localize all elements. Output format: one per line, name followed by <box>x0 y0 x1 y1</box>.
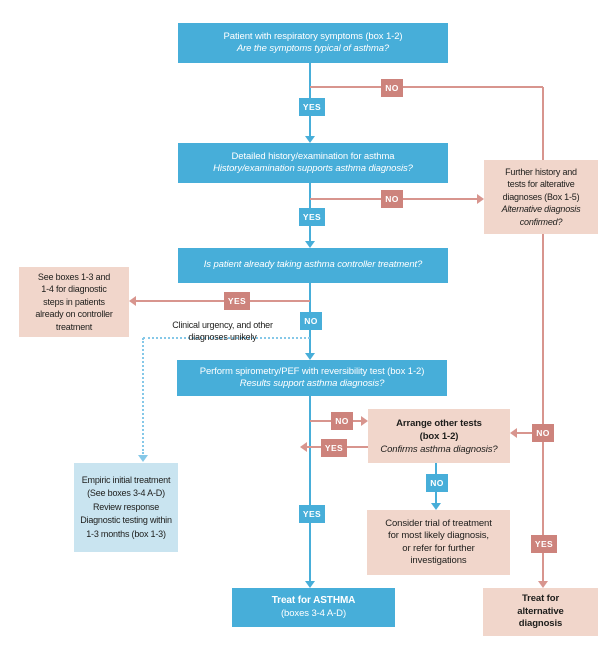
node-text: treatment <box>55 321 93 332</box>
node-spirometry: Perform spirometry/PEF with reversibilit… <box>177 360 447 396</box>
node-text: (boxes 3-4 A-D) <box>280 607 347 619</box>
node-question: Is patient already taking asthma control… <box>203 259 423 271</box>
node-text: investigations <box>410 555 467 566</box>
node-question: Alternative diagnosis <box>501 204 581 215</box>
arrowhead-left <box>510 428 517 438</box>
connector-spirometry-to-treat-asthma <box>309 396 311 581</box>
node-text: (See boxes 3-4 A-D) <box>87 488 165 499</box>
node-treat-alternative-diagnosis: Treat for alternative diagnosis <box>483 588 598 636</box>
arrowhead-down <box>305 581 315 588</box>
connector-dotted-clinical-urgency-h <box>143 337 310 339</box>
node-text: Perform spirometry/PEF with reversibilit… <box>199 365 425 377</box>
badge-yes-confirms-asthma: YES <box>321 439 347 457</box>
node-text: already on controller <box>35 309 113 320</box>
arrowhead-left <box>129 296 136 306</box>
node-text: Treat for ASTHMA <box>271 595 356 606</box>
node-question: History/examination supports asthma diag… <box>213 163 413 174</box>
badge-yes-history-supports: YES <box>299 208 325 226</box>
connector-dotted-clinical-urgency-v <box>142 338 144 454</box>
arrowhead-down <box>431 503 441 510</box>
node-text: alternative <box>517 605 564 617</box>
node-consider-trial: Consider trial of treatment for most lik… <box>367 510 510 575</box>
node-text: 1-4 for diagnostic <box>41 284 107 295</box>
node-controller-treatment: Is patient already taking asthma control… <box>178 248 448 283</box>
node-text: or refer for further <box>402 542 475 554</box>
node-text: Arrange other tests <box>396 417 482 429</box>
arrowhead-down <box>305 136 315 143</box>
note-line: Clinical urgency, and other <box>172 320 273 330</box>
badge-no-confirms-asthma: NO <box>426 474 448 492</box>
note-clinical-urgency: Clinical urgency, and other diagnoses un… <box>155 320 290 343</box>
node-text: Treat for <box>521 593 560 605</box>
arrowhead-down <box>305 353 315 360</box>
node-text: steps in patients <box>43 296 105 307</box>
connector-no-top <box>310 86 543 88</box>
node-text: diagnosis <box>518 618 563 630</box>
node-text: Review response <box>92 501 160 512</box>
node-text: Patient with respiratory symptoms (box 1… <box>223 30 403 42</box>
badge-no-alternative-confirmed: NO <box>532 424 554 442</box>
node-see-boxes-controller: See boxes 1-3 and 1-4 for diagnostic ste… <box>19 267 129 337</box>
badge-no-results-support: NO <box>331 412 353 430</box>
badge-no-history-supports: NO <box>381 190 403 208</box>
badge-yes-treat-asthma: YES <box>299 505 325 523</box>
node-text: Further history and <box>505 166 577 177</box>
arrowhead-right <box>477 194 484 204</box>
arrowhead-left <box>300 442 307 452</box>
badge-no-symptoms-typical: NO <box>381 79 403 97</box>
node-text: See boxes 1-3 and <box>37 271 111 282</box>
node-further-history-tests: Further history and tests for alterative… <box>484 160 598 234</box>
connector-no-right-to-arrange <box>517 432 543 434</box>
node-history-examination: Detailed history/examination for asthma … <box>178 143 448 183</box>
node-text: Detailed history/examination for asthma <box>231 150 395 162</box>
arrowhead-down <box>138 455 148 462</box>
node-empiric-treatment: Empiric initial treatment (See boxes 3-4… <box>74 463 178 552</box>
node-text: (box 1-2) <box>419 430 459 442</box>
node-patient-symptoms: Patient with respiratory symptoms (box 1… <box>178 23 448 63</box>
node-treat-for-asthma: Treat for ASTHMA (boxes 3-4 A-D) <box>232 588 395 627</box>
arrowhead-down <box>538 581 548 588</box>
badge-yes-symptoms-typical: YES <box>299 98 325 116</box>
node-question: Confirms asthma diagnosis? <box>380 443 498 455</box>
node-question: Results support asthma diagnosis? <box>239 378 385 389</box>
badge-yes-alternative-confirmed: YES <box>531 535 557 553</box>
connector-right-vertical <box>542 87 544 581</box>
arrowhead-right <box>361 416 368 426</box>
arrowhead-down <box>305 241 315 248</box>
node-text: 1-3 months (box 1-3) <box>86 528 166 539</box>
node-text: tests for alterative <box>507 179 575 190</box>
connector-yes-to-see-boxes <box>136 300 310 302</box>
node-text: for most likely diagnosis, <box>388 530 489 541</box>
node-text: Consider trial of treatment <box>385 517 492 529</box>
node-text: diagnoses (Box 1-5) <box>502 191 580 202</box>
node-text: Diagnostic testing within <box>80 515 172 526</box>
badge-no-on-controller: NO <box>300 312 322 330</box>
node-question: confirmed? <box>519 216 563 227</box>
note-line: diagnoses unikely <box>188 331 257 342</box>
node-question: Are the symptoms typical of asthma? <box>236 43 390 54</box>
node-text: Empiric initial treatment <box>81 474 171 485</box>
badge-yes-on-controller: YES <box>224 292 250 310</box>
node-arrange-other-tests: Arrange other tests (box 1-2) Confirms a… <box>368 409 510 463</box>
